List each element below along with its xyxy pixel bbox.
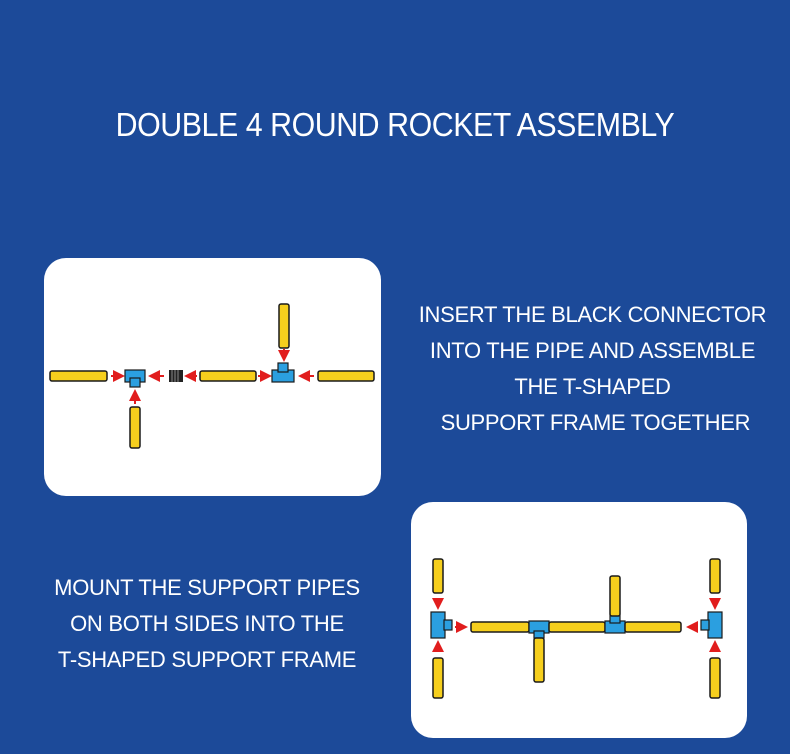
instruction-line: T-SHAPED SUPPORT FRAME — [57, 647, 357, 672]
instruction-line: MOUNT THE SUPPORT PIPES — [54, 575, 360, 600]
pipe — [432, 558, 444, 594]
instruction-line: INSERT THE BLACK CONNECTOR — [418, 302, 767, 327]
pipe — [624, 621, 682, 633]
pipe — [709, 657, 721, 699]
pipe — [609, 575, 621, 617]
t-connector — [430, 611, 453, 639]
t-connector — [528, 620, 550, 639]
pipe — [548, 621, 606, 633]
black-connector — [169, 370, 183, 382]
step1-diagram-card — [44, 258, 381, 496]
t-connector — [700, 611, 723, 639]
pipe — [199, 370, 257, 382]
t-frame-assembly-diagram — [49, 303, 375, 449]
pipe — [49, 370, 108, 382]
pipe — [129, 406, 141, 449]
page-title: DOUBLE 4 ROUND ROCKET ASSEMBLY — [115, 106, 675, 143]
instruction-line: INTO THE PIPE AND ASSEMBLE — [429, 338, 756, 363]
pipe — [432, 657, 444, 699]
step2-instructions: MOUNT THE SUPPORT PIPES ON BOTH SIDES IN… — [28, 570, 386, 678]
step2-diagram-card — [411, 502, 747, 738]
pipe — [533, 637, 545, 683]
pipe — [470, 621, 530, 633]
side-support-mount-diagram — [430, 558, 723, 699]
pipe — [317, 370, 375, 382]
instruction-line: THE T-SHAPED — [514, 374, 671, 399]
t-connector — [604, 614, 626, 634]
pipe — [278, 303, 290, 349]
step1-instructions: INSERT THE BLACK CONNECTOR INTO THE PIPE… — [405, 297, 780, 441]
instruction-line: SUPPORT FRAME TOGETHER — [434, 410, 751, 435]
instruction-line: ON BOTH SIDES INTO THE — [70, 611, 344, 636]
pipe — [709, 558, 721, 594]
t-connector — [124, 369, 146, 388]
t-connector — [271, 362, 295, 383]
